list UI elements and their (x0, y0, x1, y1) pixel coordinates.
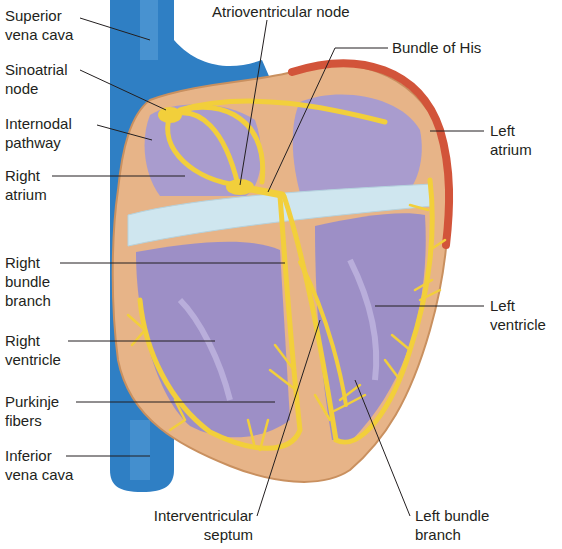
part-label: Superior vena cava (5, 6, 85, 44)
chamber-shading (350, 260, 376, 380)
part-label: Sinoatrial node (5, 60, 85, 98)
part-label: Internodal pathway (5, 114, 95, 152)
part-label: Interventricular septum (128, 506, 253, 544)
chamber-shading (180, 300, 230, 400)
purkinje-fiber (248, 420, 268, 450)
part-label: Left atrium (490, 121, 555, 159)
leader-line (76, 402, 275, 403)
right-atrium-chamber (145, 104, 262, 196)
leader-line (268, 48, 388, 192)
part-label: Bundle of His (392, 38, 512, 57)
left-branch (284, 180, 432, 442)
leader-line (66, 456, 150, 457)
part-label: Purkinje fibers (5, 392, 77, 430)
right-ventricle-chamber (136, 242, 290, 438)
purkinje-fiber (332, 395, 365, 412)
vessel-highlight (130, 420, 150, 480)
purkinje-fiber (170, 400, 185, 430)
av-node (226, 179, 254, 195)
leader-line (430, 131, 484, 132)
leader-line (80, 18, 150, 40)
purkinje-fibers (128, 205, 445, 450)
internodal-path (170, 107, 263, 182)
leader-line (52, 176, 185, 177)
part-label: Right ventricle (5, 331, 71, 369)
part-label: Atrioventricular node (212, 2, 412, 21)
leader-line (375, 306, 484, 307)
part-label: Right atrium (5, 166, 65, 204)
heart-wall (113, 65, 449, 482)
sa-node (158, 107, 182, 123)
vessel-highlight (140, 0, 158, 60)
leader-line (97, 125, 152, 140)
leader-line (68, 341, 215, 342)
part-label: Inferior vena cava (5, 446, 85, 484)
leader-line (355, 380, 410, 516)
left-branch (300, 262, 346, 405)
internodal-path (180, 101, 385, 122)
right-branch (140, 196, 300, 448)
leader-line (240, 20, 267, 185)
part-label: Left ventricle (490, 296, 560, 334)
purkinje-fiber (410, 205, 445, 290)
leader-line (60, 263, 285, 264)
leader-line (80, 70, 166, 110)
purkinje-fiber (385, 290, 440, 380)
internodal-path (168, 115, 238, 185)
part-label: Right bundle branch (5, 253, 65, 310)
leader-lines (52, 18, 484, 516)
part-label: Left bundle branch (415, 506, 525, 544)
left-atrium-chamber (293, 95, 422, 200)
purkinje-fiber (270, 345, 296, 390)
leader-line (257, 320, 320, 516)
